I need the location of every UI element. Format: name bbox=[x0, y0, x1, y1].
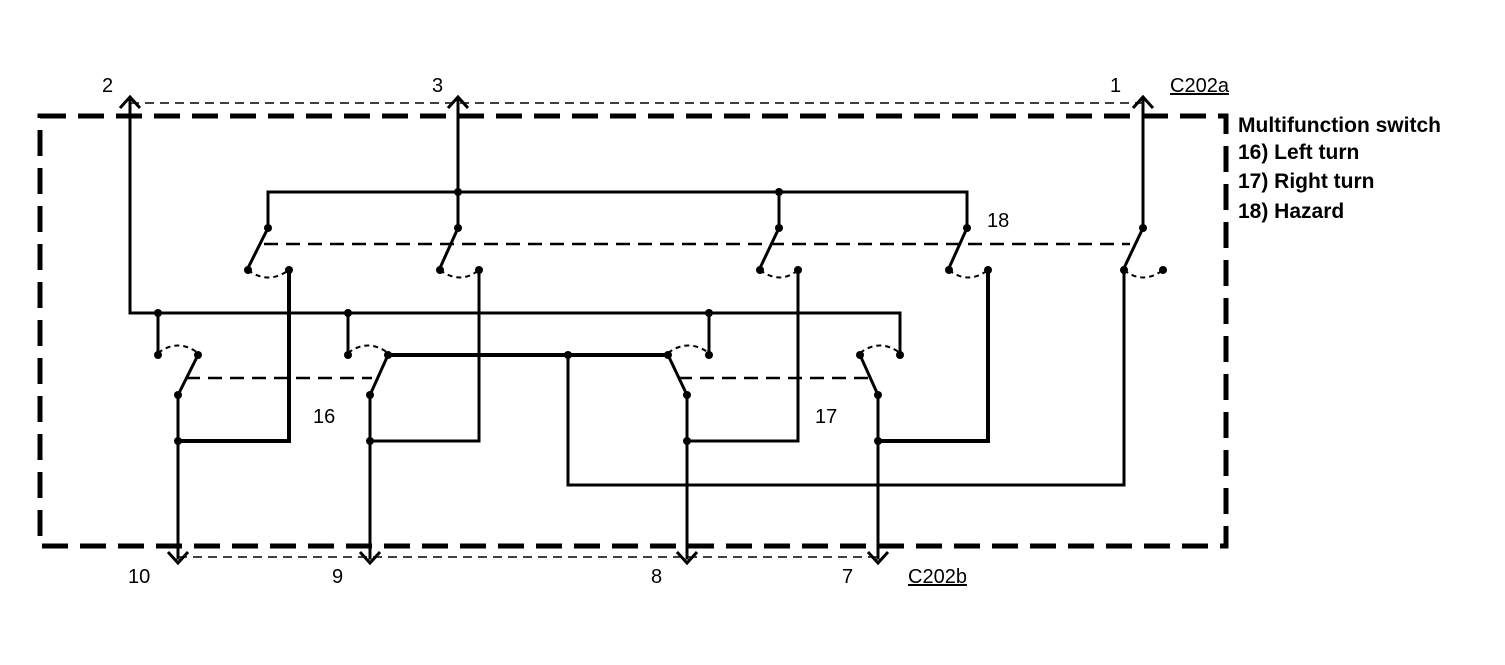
junction-dots bbox=[154, 188, 1167, 445]
hazard-switch-1 bbox=[245, 225, 290, 279]
legend-item-left-turn: 16) Left turn bbox=[1238, 141, 1359, 164]
pin-8-label: 8 bbox=[651, 566, 662, 588]
pin-10-arrow bbox=[166, 550, 190, 566]
right-turn-switch-b bbox=[858, 344, 901, 397]
wire-hazard-bus bbox=[266, 190, 969, 230]
pin-10-label: 10 bbox=[128, 566, 150, 588]
pin-1-label: 1 bbox=[1110, 75, 1121, 97]
pin-8-arrow bbox=[675, 550, 699, 566]
wire-hz4-out bbox=[878, 270, 990, 443]
pin-2-label: 2 bbox=[102, 75, 113, 97]
legend-item-hazard: 18) Hazard bbox=[1238, 200, 1344, 223]
pin-2-arrow bbox=[118, 94, 142, 110]
hazard-switch-5 bbox=[1122, 226, 1164, 279]
pin-9-label: 9 bbox=[332, 566, 343, 588]
wire-hz3-out bbox=[685, 268, 800, 443]
right-turn-switch-a bbox=[666, 344, 710, 397]
hazard-switch-3 bbox=[758, 226, 799, 279]
hazard-switch-label: 18 bbox=[987, 210, 1009, 232]
left-turn-switch-label: 16 bbox=[313, 406, 335, 428]
connector-bottom-name: C202b bbox=[908, 566, 967, 588]
pin-3-label: 3 bbox=[432, 75, 443, 97]
legend-title: Multifunction switch bbox=[1238, 114, 1441, 137]
left-turn-switch-a bbox=[157, 344, 201, 398]
pin-7-label: 7 bbox=[842, 566, 853, 588]
pin-9-arrow bbox=[358, 550, 382, 566]
pin-3-arrow bbox=[446, 94, 470, 110]
wire-hz1-out bbox=[178, 270, 291, 443]
left-turn-switch-b bbox=[347, 344, 390, 397]
pin-1-arrow bbox=[1131, 94, 1155, 110]
legend-item-right-turn: 17) Right turn bbox=[1238, 170, 1375, 193]
wire-hz2-out bbox=[368, 268, 481, 443]
hazard-switch-4 bbox=[947, 226, 989, 279]
connector-top-name: C202a bbox=[1170, 75, 1230, 97]
wire-pin-2 bbox=[128, 98, 902, 357]
wire-hz5-out bbox=[566, 268, 1126, 487]
right-turn-switch-label: 17 bbox=[815, 406, 837, 428]
switch-housing-outline bbox=[37, 113, 1229, 549]
hazard-switch-2 bbox=[438, 226, 480, 279]
pin-7-arrow bbox=[866, 550, 890, 566]
